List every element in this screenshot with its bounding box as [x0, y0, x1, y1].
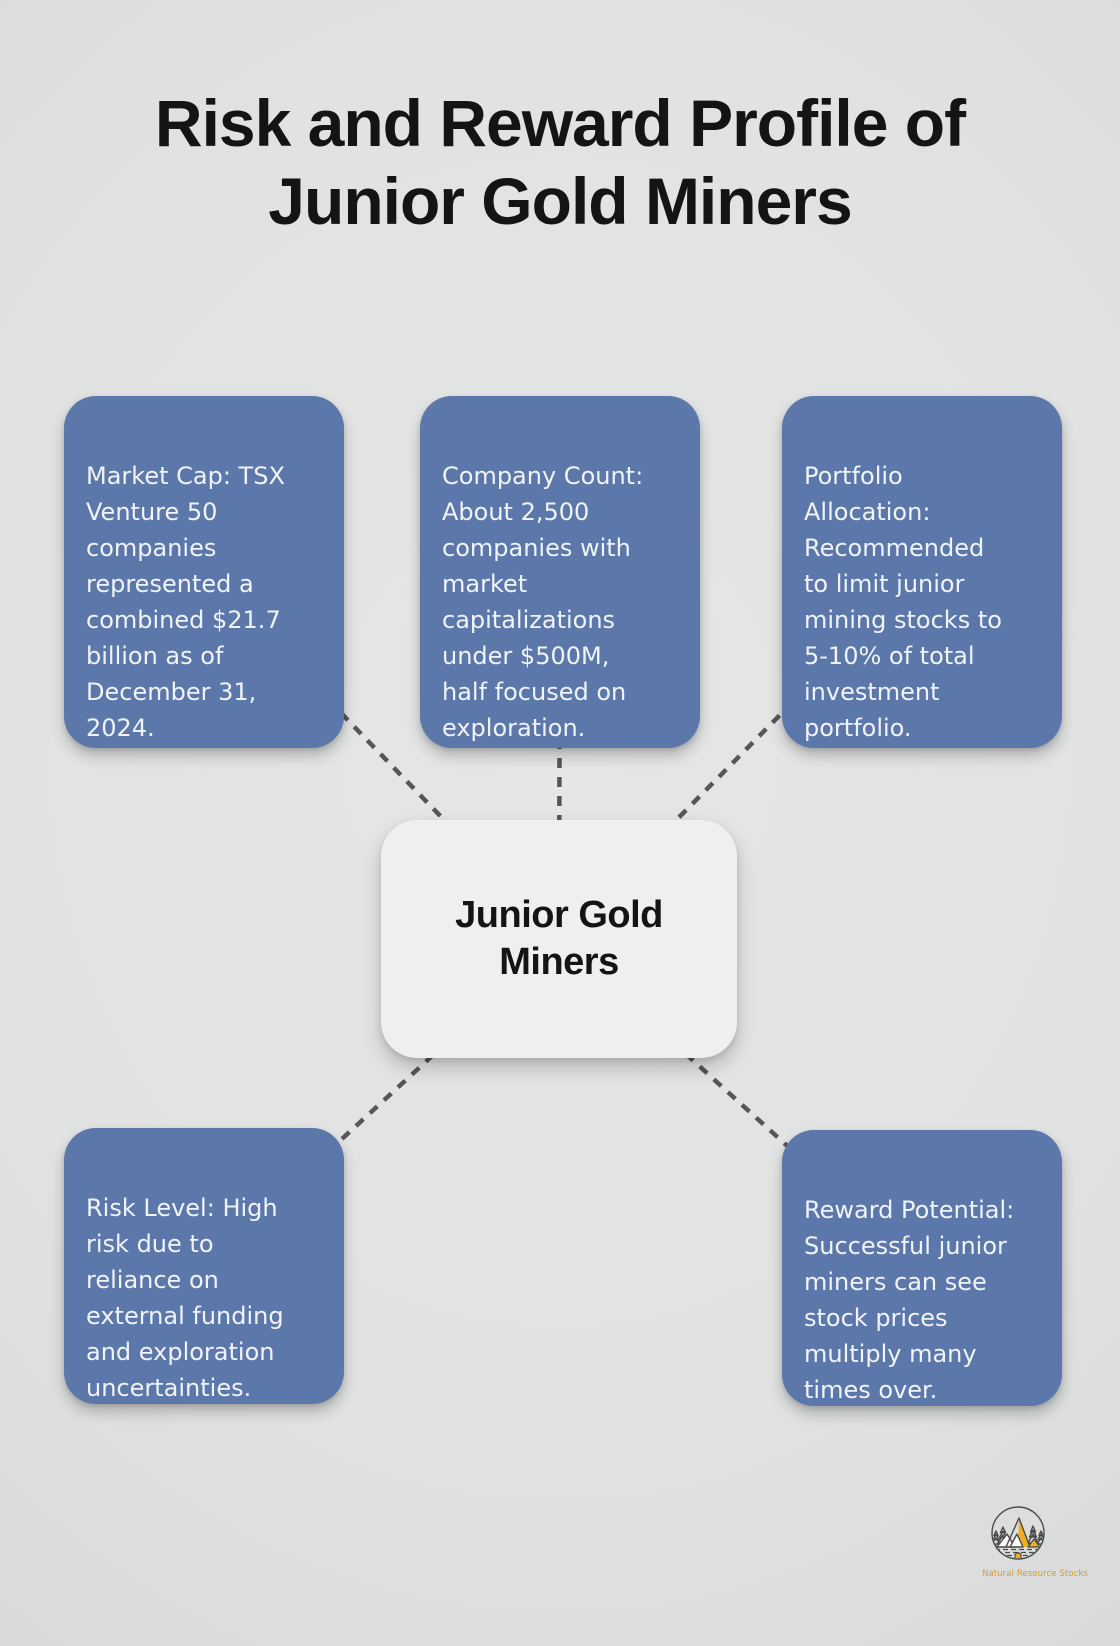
natural-resource-stocks-icon — [991, 1506, 1045, 1560]
brand-caption: Natural Resource Stocks — [982, 1569, 1088, 1579]
center-node-label: Junior Gold Miners — [455, 894, 663, 983]
node-risk-level: Risk Level: High risk due to reliance on… — [64, 1128, 344, 1404]
node-reward-potential: Reward Potential: Successful junior mine… — [782, 1130, 1062, 1406]
node-market-cap-text: Market Cap: TSX Venture 50 companies rep… — [86, 462, 285, 742]
node-portfolio-allocation: Portfolio Allocation: Recommended to lim… — [782, 396, 1062, 748]
node-company-count-text: Company Count: About 2,500 companies wit… — [442, 462, 644, 742]
node-portfolio-allocation-text: Portfolio Allocation: Recommended to lim… — [804, 462, 1002, 742]
node-risk-level-text: Risk Level: High risk due to reliance on… — [86, 1194, 284, 1402]
center-node-junior-gold-miners: Junior Gold Miners — [381, 820, 737, 1058]
node-market-cap: Market Cap: TSX Venture 50 companies rep… — [64, 396, 344, 748]
node-reward-potential-text: Reward Potential: Successful junior mine… — [804, 1196, 1015, 1404]
node-company-count: Company Count: About 2,500 companies wit… — [420, 396, 700, 748]
page-title: Risk and Reward Profile of Junior Gold M… — [154, 86, 966, 238]
mountains-icon — [996, 1517, 1041, 1548]
brand-logo: Natural Resource Stocks — [982, 1504, 1088, 1579]
